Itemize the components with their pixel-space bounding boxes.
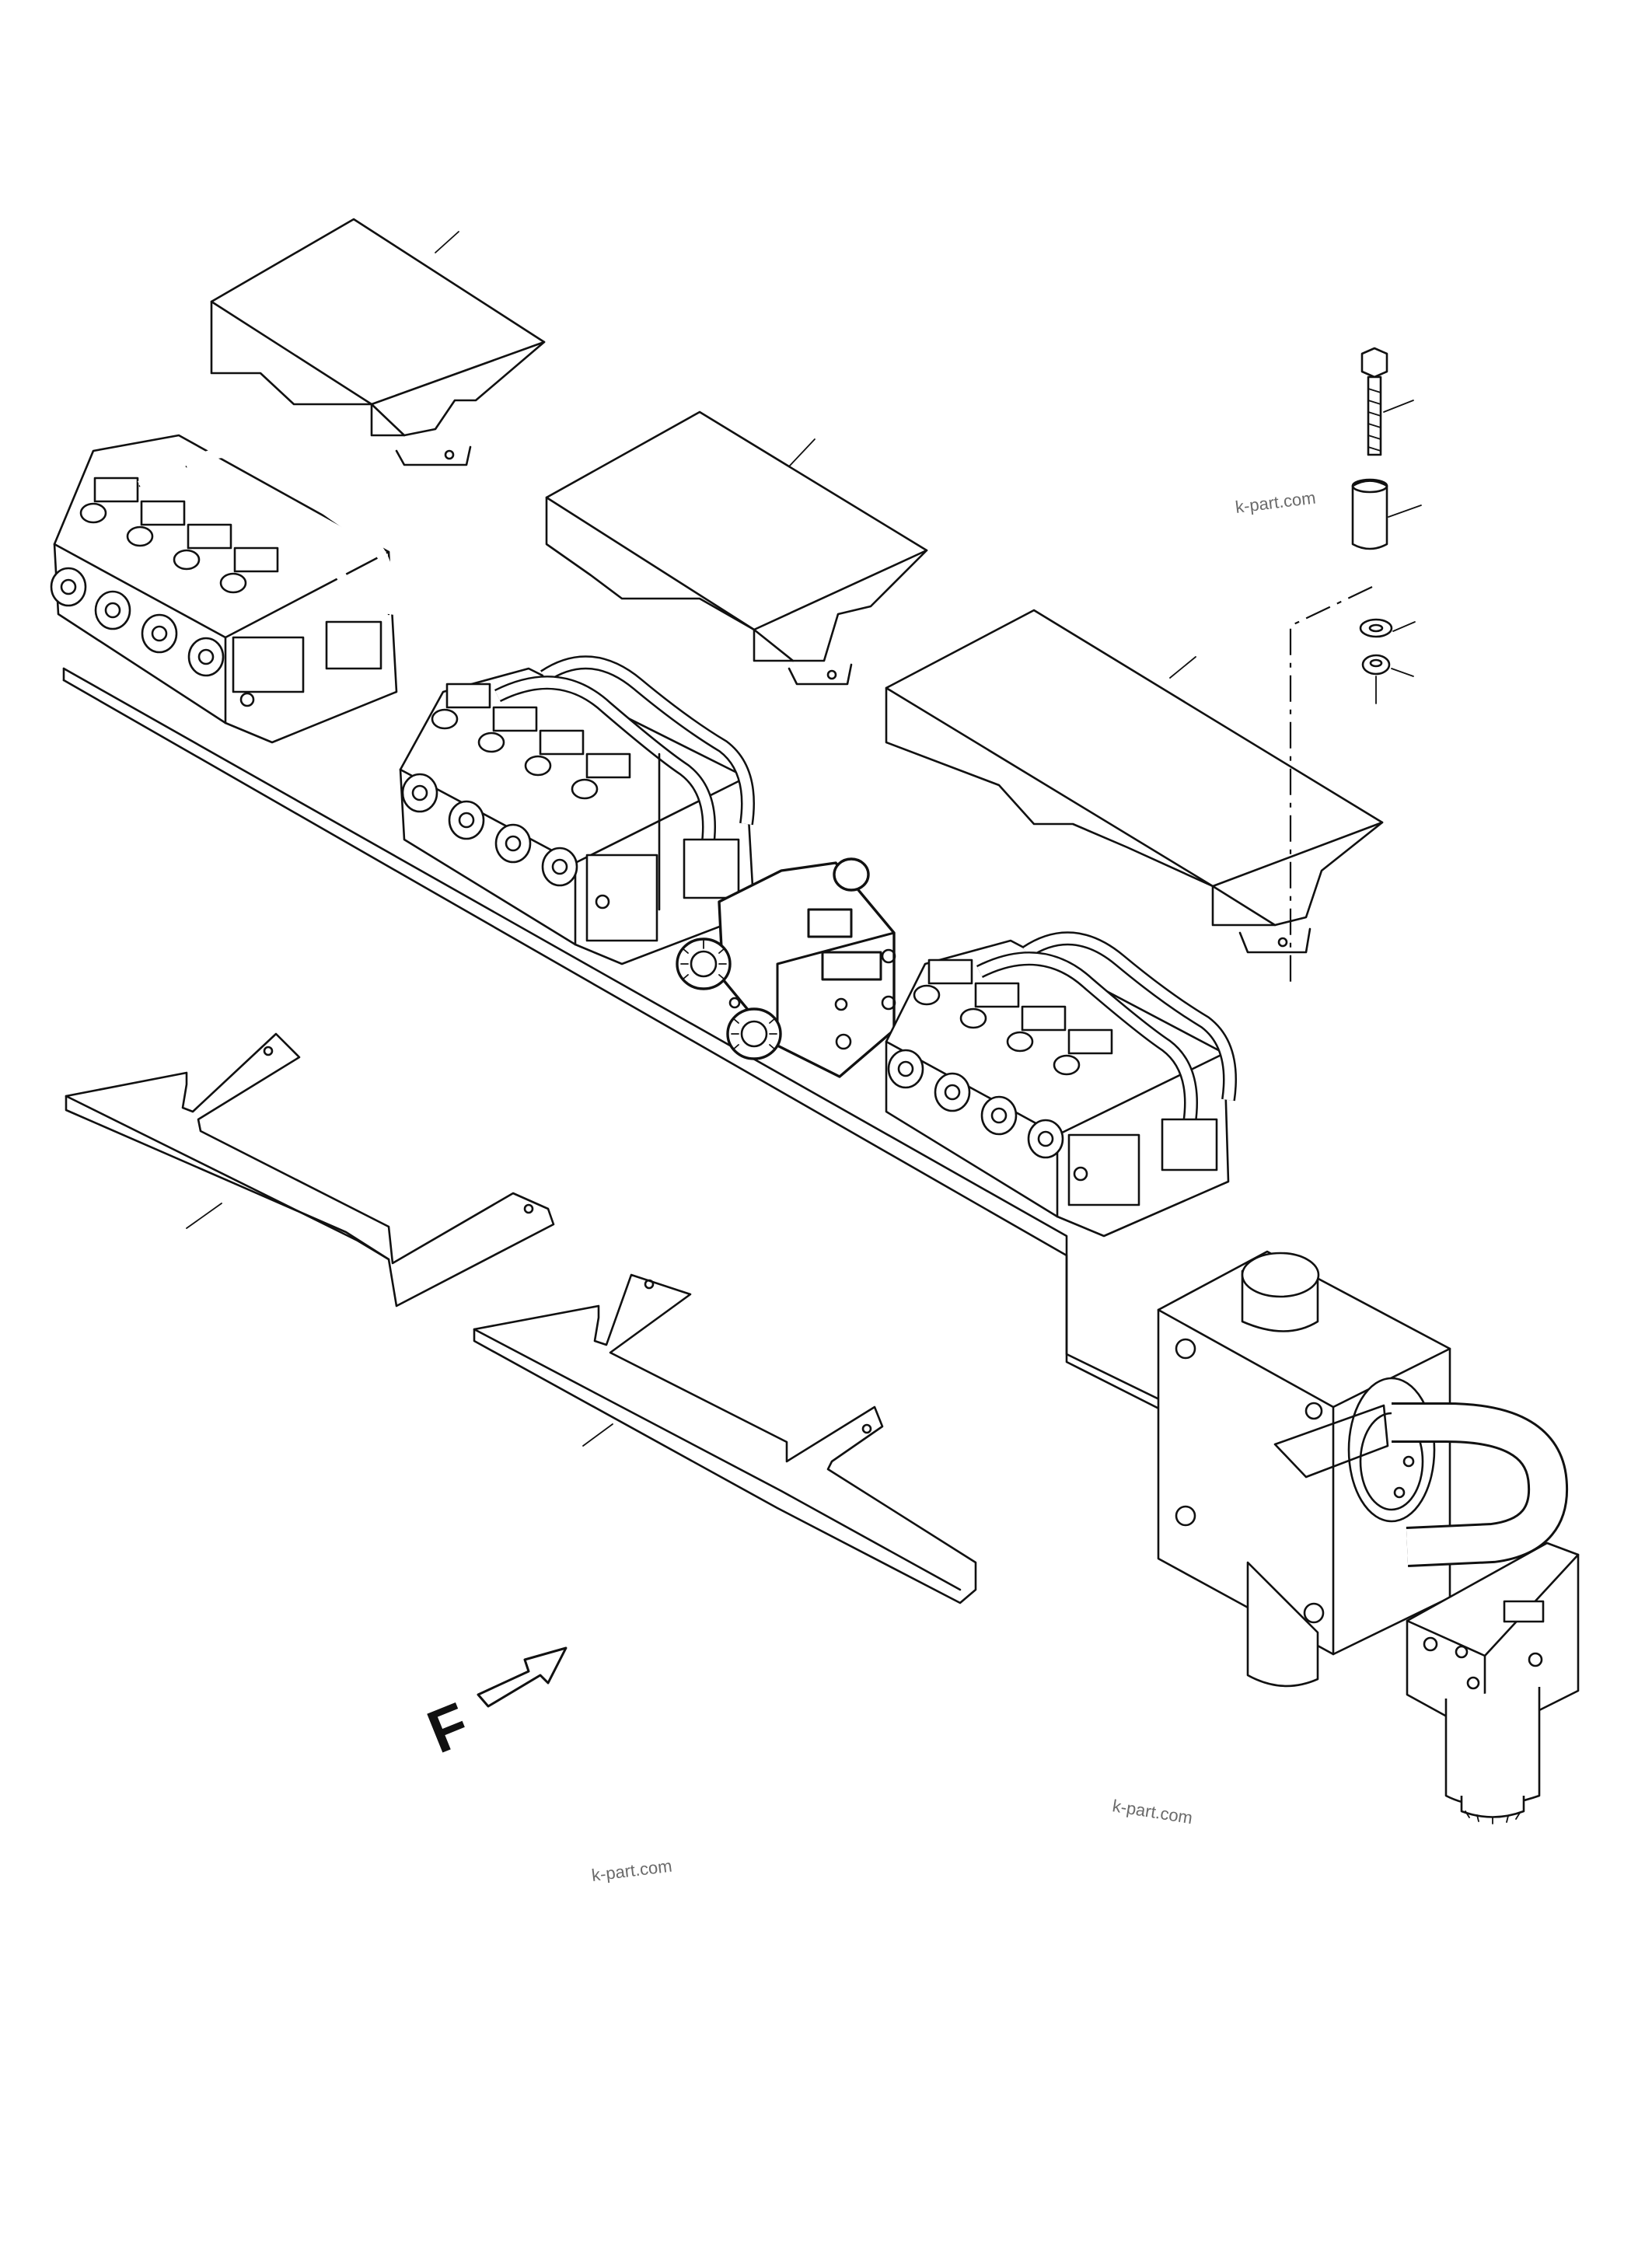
bracket-2 [473,1273,977,1604]
watermark-2: k-part.com [1111,1796,1194,1828]
front-letter: F [418,1689,478,1766]
front-direction-arrow-icon [477,1646,568,1708]
watermark-1: k-part.com [1235,487,1317,516]
pressure-block-assembly [1157,1250,1580,1824]
front-direction-marker: F [418,1646,568,1766]
cover-plate-2 [545,410,928,686]
solenoid-valve-highlighted [676,857,896,1078]
valve-bank-2 [399,655,756,965]
bolt-stack [1289,347,1422,987]
valve-bank-1 [50,434,398,744]
watermark-3: k-part.com [591,1856,673,1884]
valve-bank-3 [885,931,1237,1238]
cover-plate-1 [210,218,546,466]
bracket-1 [65,1032,555,1308]
cover-plate-3 [885,609,1384,954]
